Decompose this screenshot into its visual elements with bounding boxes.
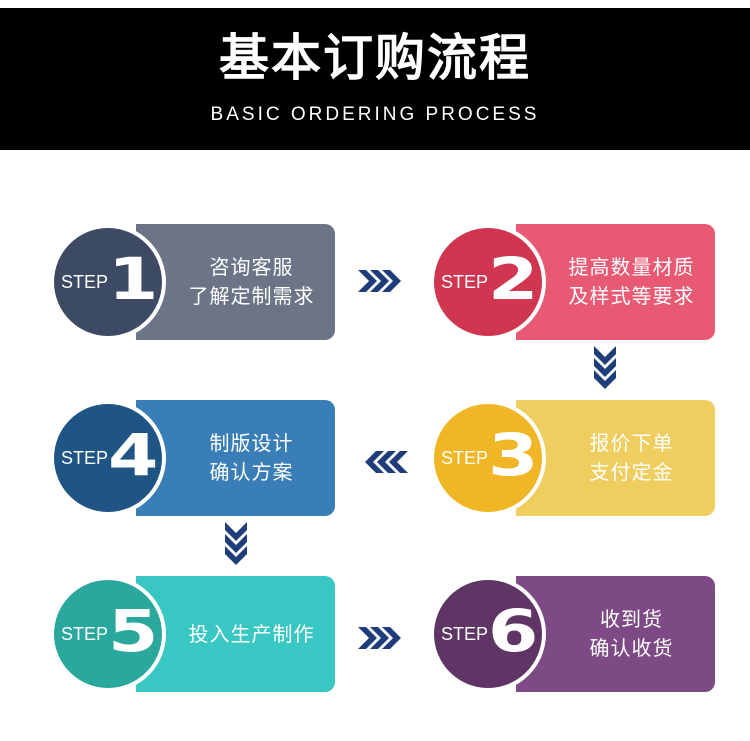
step-badge [54, 580, 162, 688]
step-label: STEP [441, 272, 489, 292]
step-number: 2 [488, 245, 539, 313]
step-card-3: 报价下单 支付定金 STEP 3 [430, 400, 715, 516]
chevron-right-arrow-5-6 [358, 627, 408, 649]
step-number: 4 [108, 421, 159, 489]
chevron-left-arrow-3-4 [358, 451, 408, 473]
step-bar [516, 224, 715, 340]
step-badge [434, 404, 542, 512]
chevron-down-arrow-2-3 [594, 346, 616, 396]
step-description: 制版设计 确认方案 [209, 431, 294, 484]
step-bar [516, 576, 715, 692]
page-subtitle: BASIC ORDERING PROCESS [210, 104, 540, 125]
step-number: 1 [108, 245, 159, 313]
step-label: STEP [441, 448, 489, 468]
step-badge [434, 228, 542, 336]
step-card-6: 收到货 确认收货 STEP 6 [430, 576, 715, 692]
step-card-5: 投入生产制作 STEP 5 [50, 576, 335, 692]
step-card-1: 咨询客服 了解定制需求 STEP 1 [50, 224, 335, 340]
step-badge [54, 404, 162, 512]
chevron-down-arrow-4-5 [225, 522, 247, 572]
step-card-4: 制版设计 确认方案 STEP 4 [50, 400, 335, 516]
step-description: 提高数量材质 及样式等要求 [568, 255, 695, 308]
page-title: 基本订购流程 [219, 29, 531, 87]
step-description: 报价下单 支付定金 [589, 431, 674, 484]
step-label: STEP [61, 272, 109, 292]
step-bar [136, 400, 335, 516]
step-number: 6 [488, 597, 539, 665]
step-bar [516, 400, 715, 516]
step-label: STEP [441, 624, 489, 644]
step-description: 投入生产制作 [188, 621, 315, 646]
header-banner [0, 8, 750, 150]
step-description: 咨询客服 了解定制需求 [188, 255, 315, 308]
step-number: 5 [108, 597, 159, 665]
step-label: STEP [61, 448, 109, 468]
step-description: 收到货 确认收货 [589, 607, 674, 660]
step-number: 3 [488, 421, 539, 489]
step-bar [136, 224, 335, 340]
step-badge [54, 228, 162, 336]
step-label: STEP [61, 624, 109, 644]
step-bar [136, 576, 335, 692]
chevron-right-arrow-1-2 [358, 270, 408, 292]
step-card-2: 提高数量材质 及样式等要求 STEP 2 [430, 224, 715, 340]
step-badge [434, 580, 542, 688]
